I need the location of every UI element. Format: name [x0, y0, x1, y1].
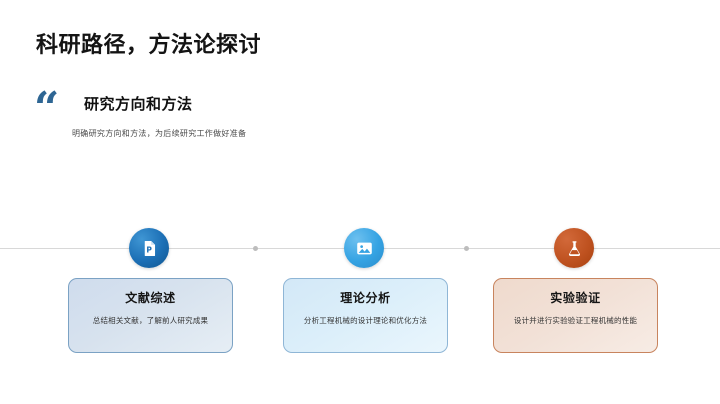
document-file-icon: P — [140, 239, 159, 258]
timeline-node-1[interactable]: P — [129, 228, 169, 268]
page-title: 科研路径，方法论探讨 — [36, 32, 262, 57]
timeline-node-2[interactable] — [344, 228, 384, 268]
timeline-card-2[interactable]: 理论分析 分析工程机械的设计理论和优化方法 — [283, 278, 448, 353]
svg-text:P: P — [146, 245, 152, 254]
card-description: 总结相关文献，了解前人研究成果 — [92, 316, 209, 325]
card-title: 理论分析 — [340, 291, 391, 305]
quote-subtitle: 明确研究方向和方法，为后续研究工作做好准备 — [72, 129, 247, 138]
quote-block: “ 研究方向和方法 明确研究方向和方法，为后续研究工作做好准备 — [34, 83, 454, 139]
timeline-connector-dot-2 — [464, 246, 469, 251]
card-description: 分析工程机械的设计理论和优化方法 — [303, 316, 428, 325]
flask-beaker-icon — [565, 239, 584, 258]
quote-heading-row: “ 研究方向和方法 — [34, 83, 193, 134]
quote-heading: 研究方向和方法 — [84, 95, 193, 113]
timeline-card-1[interactable]: 文献综述 总结相关文献，了解前人研究成果 — [68, 278, 233, 353]
card-title: 实验验证 — [550, 291, 601, 305]
timeline-card-3[interactable]: 实验验证 设计并进行实验验证工程机械的性能 — [493, 278, 658, 353]
card-title: 文献综述 — [125, 291, 176, 305]
image-picture-icon — [355, 239, 374, 258]
timeline-connector-dot-1 — [253, 246, 258, 251]
timeline: P — [0, 228, 720, 268]
timeline-node-3[interactable] — [554, 228, 594, 268]
card-description: 设计并进行实验验证工程机械的性能 — [513, 316, 638, 325]
